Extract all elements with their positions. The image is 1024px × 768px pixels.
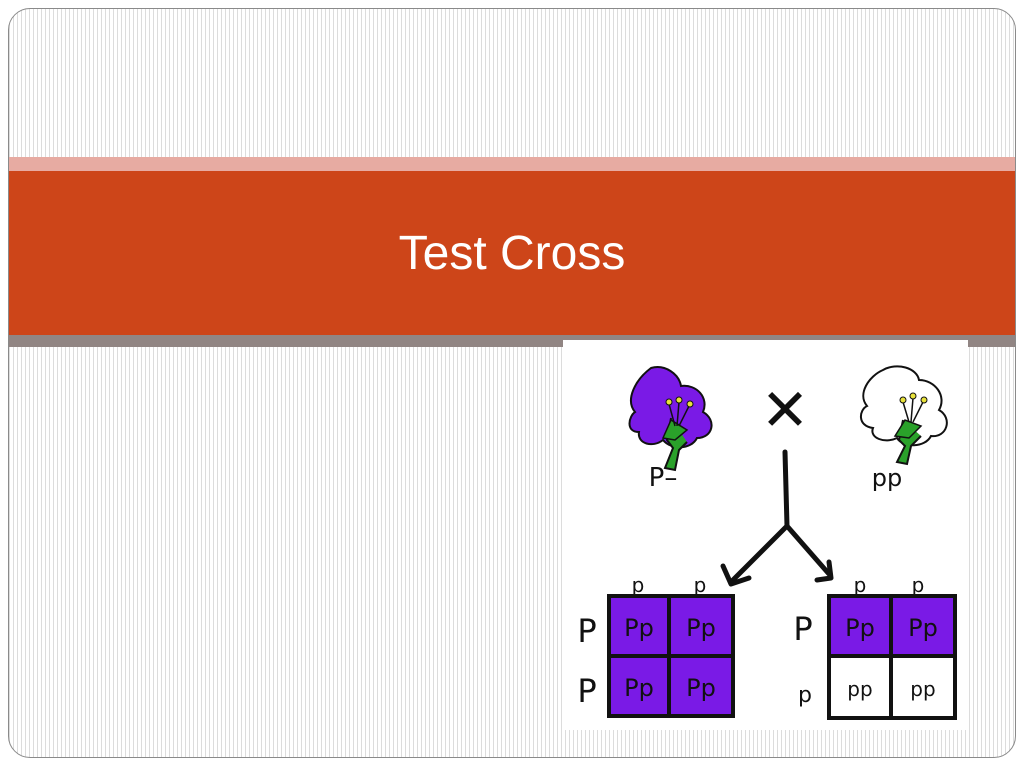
test-cross-diagram-svg: ✕ P– pp p p P P [577,365,957,720]
right-parent-genotype: pp [872,464,902,492]
right-row-allele-2: p [798,683,812,708]
right-col-allele-1: p [854,573,867,597]
left-cell-4 [667,654,735,718]
left-cell-1-genotype: Pp [624,614,654,642]
right-cell-4 [889,654,957,720]
title-band: Test Cross [9,171,1015,335]
right-punnett-square: p p P p Pp Pp pp pp [793,573,957,720]
right-cell-3-genotype: pp [847,677,872,701]
left-parent-genotype: P– [649,463,678,493]
purple-flower-icon [628,366,713,472]
left-cell-3-genotype: Pp [624,674,654,702]
slide-title: Test Cross [398,226,626,280]
branch-arrow-icon [720,449,834,587]
title-band-top-stripe [9,157,1015,171]
left-col-allele-1: p [632,573,645,597]
right-cell-2 [889,594,957,658]
right-row-allele-1: P [793,610,812,648]
left-cell-4-genotype: Pp [686,674,716,702]
right-cell-4-genotype: pp [910,677,935,701]
left-cell-2 [667,594,735,658]
test-cross-diagram: ✕ P– pp p p P P [563,340,968,730]
left-cell-2-genotype: Pp [686,614,716,642]
right-cell-1-genotype: Pp [845,614,875,642]
right-col-allele-2: p [912,573,925,597]
left-row-allele-2: P [577,672,596,710]
white-flower-icon [860,365,948,466]
left-punnett-square: p p P P Pp Pp Pp Pp [577,573,735,718]
cross-symbol: ✕ [761,376,810,444]
left-row-allele-1: P [577,612,596,650]
right-cell-2-genotype: Pp [908,614,938,642]
left-col-allele-2: p [694,573,707,597]
